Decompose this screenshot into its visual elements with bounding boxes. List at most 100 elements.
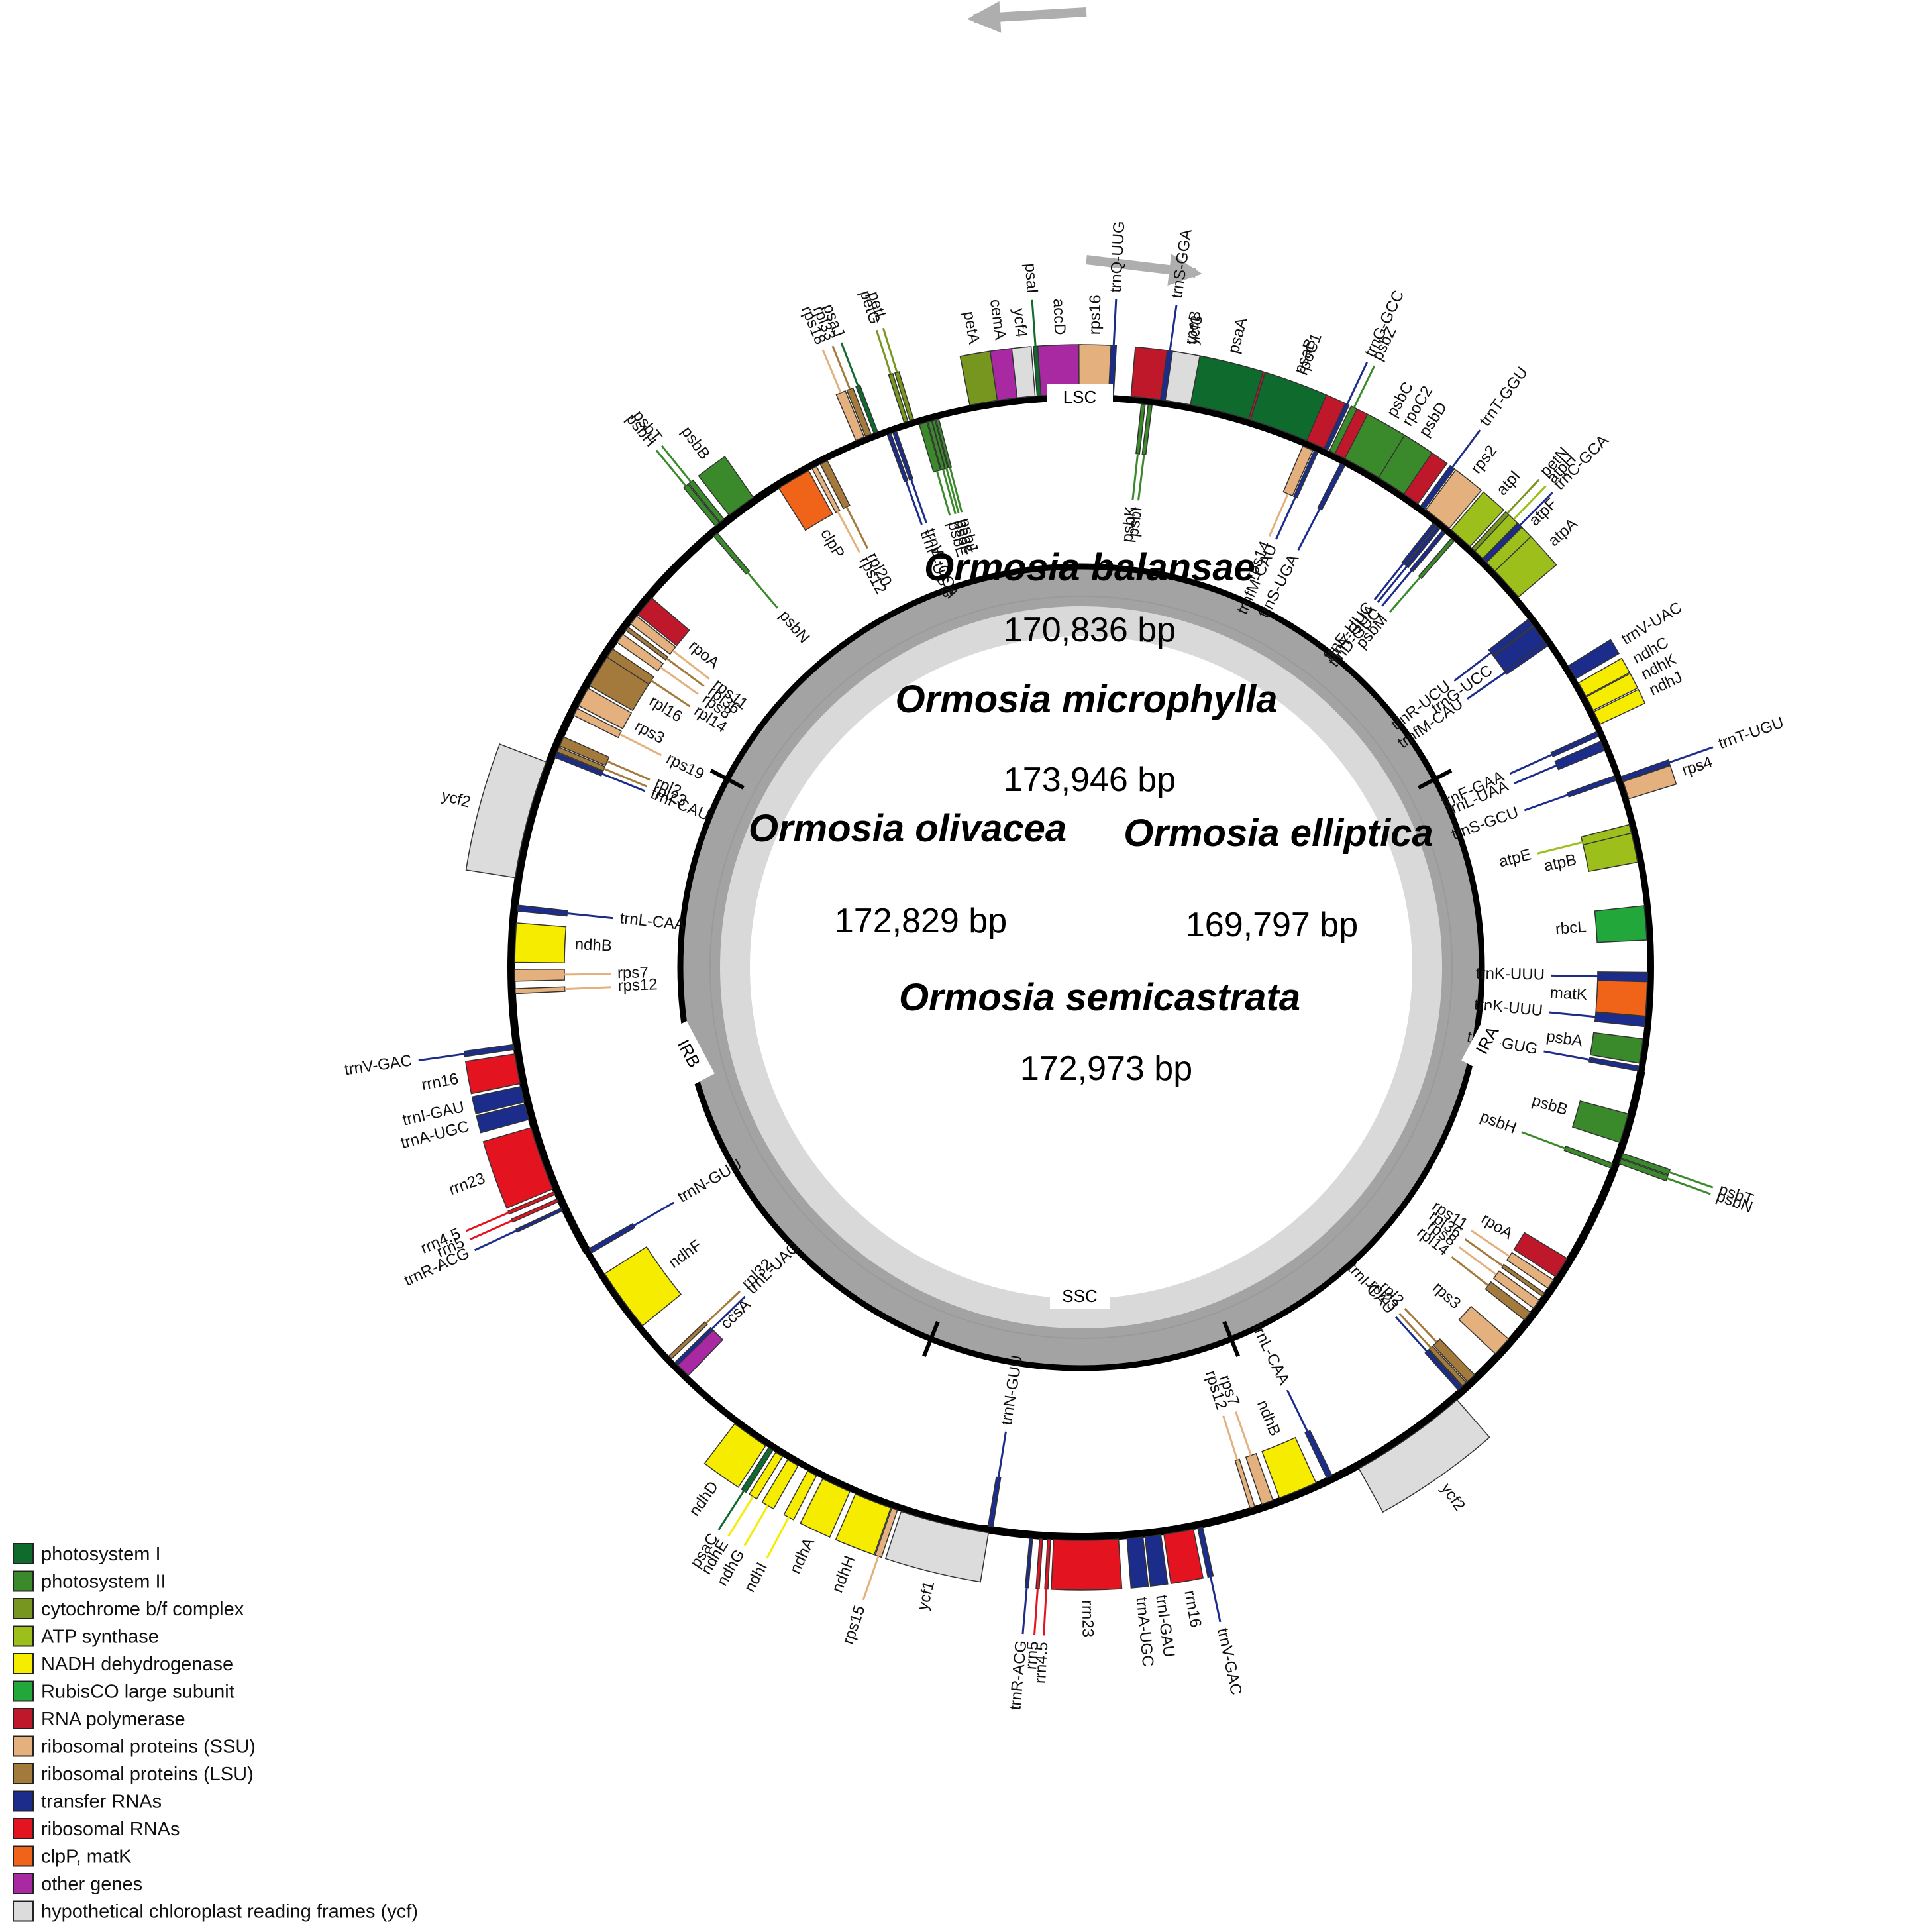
gene-block-psbl: [931, 419, 949, 470]
gene-marker-psbh: [655, 449, 687, 487]
gene-block-rrn16: [464, 1053, 521, 1095]
gene-label-rrn5: rrn5: [1022, 1640, 1042, 1670]
gene-marker-rps11: [672, 649, 710, 680]
gene-block-rpl33: [846, 387, 872, 437]
gene-label-trnt-ggu: trnT-GGU: [1476, 364, 1532, 430]
gene-block-trns-uga: [1317, 462, 1346, 511]
gene-marker-rps12: [1222, 1415, 1239, 1460]
gene-block-petn: [1471, 511, 1510, 552]
species-title-microphylla: Ormosia microphylla: [896, 678, 1278, 721]
gene-block-rpl2: [1432, 1338, 1475, 1383]
gene-label-rrn4-5: rrn4.5: [1031, 1642, 1051, 1684]
gene-block-trnd-guc: [1410, 530, 1446, 572]
gene-marker-psbz: [1353, 365, 1376, 408]
gene-label-trns-gga: trnS-GGA: [1168, 228, 1196, 299]
species-title-semicastrata: Ormosia semicastrata: [899, 976, 1300, 1019]
gene-block-ycf2: [465, 743, 547, 879]
gene-block-trnh-gug: [1588, 1057, 1640, 1072]
gene-marker-ndhg: [743, 1505, 769, 1546]
gene-label-ycf2: ycf2: [440, 786, 473, 811]
gene-block-clpp: [778, 470, 833, 531]
region-label-lsc-text: LSC: [1063, 387, 1097, 407]
gene-block-rpl23: [1428, 1345, 1467, 1387]
gene-marker-psbf: [942, 468, 957, 515]
gene-marker-psbl: [945, 468, 960, 513]
legend-label-ps2: photosystem II: [41, 1572, 166, 1593]
gene-marker-trns-gcu: [1524, 794, 1569, 812]
gene-marker-rrn5: [469, 1219, 513, 1241]
legend-swatch-cyt: [13, 1598, 34, 1619]
gene-block-rps4: [1622, 765, 1677, 800]
gene-block-rps12: [811, 466, 841, 513]
gene-block-trnl-uag: [674, 1326, 714, 1366]
gene-block-matk: [1595, 979, 1648, 1017]
gene-marker-trni-cau: [1394, 1316, 1428, 1352]
gene-block-psbn: [1618, 1158, 1669, 1182]
legend-label-ps1: photosystem I: [41, 1544, 161, 1565]
gene-block-rps2: [1425, 469, 1483, 529]
gene-block-rps7: [514, 968, 566, 982]
gene-block-ccsa: [675, 1327, 724, 1377]
gene-block-trnt-ggu: [1420, 464, 1455, 510]
gene-block-rbcl: [1594, 905, 1647, 943]
gene-marker-trny-gua: [1377, 565, 1408, 603]
gene-marker-petn: [1506, 478, 1540, 514]
legend-item-ycf: hypothetical chloroplast reading frames …: [13, 1900, 418, 1923]
gene-label-rps3: rps3: [1430, 1279, 1465, 1313]
region-label-ssc: SSC: [1050, 1283, 1110, 1309]
gene-marker-rpl14: [651, 679, 691, 708]
gene-marker-rps8: [660, 666, 699, 695]
legend-item-rrna: ribosomal RNAs: [13, 1818, 180, 1840]
gene-label-rps7: rps7: [617, 963, 649, 982]
gene-block-rpl14: [1484, 1281, 1532, 1321]
genome-length-elliptica: 169,797 bp: [1186, 906, 1358, 944]
gene-block-rps11: [629, 616, 676, 655]
gene-block-rrn23: [482, 1127, 554, 1209]
gene-block-psbi: [1141, 404, 1153, 455]
gene-label-trnt-ugu: trnT-UGU: [1716, 714, 1786, 753]
center-disk: [750, 636, 1412, 1299]
gene-block-trnl-caa: [517, 904, 568, 917]
gene-label-ndhf: ndhF: [665, 1236, 705, 1272]
gene-label-ccsa: ccsA: [717, 1296, 755, 1333]
gene-marker-atph: [1512, 485, 1547, 520]
region-boundary-tick: [1418, 769, 1453, 790]
gene-marker-rpl2: [607, 760, 651, 781]
region-boundary-tick: [709, 769, 745, 790]
gene-label-psbn: psbN: [776, 607, 813, 647]
gene-block-psbj: [935, 418, 952, 468]
gene-marker-trnw-cca: [910, 478, 927, 523]
gene-block-psbn: [713, 532, 751, 575]
gene-label-rrn16: rrn16: [420, 1070, 460, 1094]
gene-block-atpi: [1450, 491, 1505, 547]
gene-marker-psbt: [660, 445, 692, 483]
gene-block-rpoa: [637, 597, 690, 647]
gene-marker-trnn-guu: [633, 1201, 674, 1227]
gene-block-trni-cau: [554, 752, 604, 777]
gene-label-rbcl: rbcL: [1555, 918, 1587, 938]
gene-block-trnv-gac: [1197, 1527, 1214, 1578]
gene-block-trnr-acg: [1024, 1537, 1033, 1589]
gene-label-psba: psbA: [1545, 1027, 1584, 1050]
legend-swatch-rpo: [13, 1708, 34, 1729]
legend-swatch-trna: [13, 1790, 34, 1812]
gene-label-ndha: ndhA: [786, 1535, 818, 1576]
gene-marker-rps15: [862, 1556, 880, 1601]
legend-swatch-rbc: [13, 1680, 34, 1702]
gene-block-ndhj: [1593, 688, 1646, 725]
gene-label-rrn23: rrn23: [446, 1169, 488, 1199]
legend-swatch-ycf: [13, 1900, 34, 1922]
gene-marker-psbh: [1521, 1131, 1566, 1150]
gene-block-petg: [888, 373, 909, 423]
genome-length-balansae: 170,836 bp: [1004, 611, 1176, 649]
gene-marker-trnh-gug: [1543, 1050, 1590, 1061]
gene-label-ycf1: ycf1: [913, 1580, 938, 1612]
legend-swatch-ps1: [13, 1543, 34, 1564]
legend-label-rbc: RubisCO large subunit: [41, 1682, 234, 1703]
gene-block-atpb: [1582, 832, 1639, 873]
gene-block-rps15: [874, 1507, 898, 1558]
legend-label-trna: transfer RNAs: [41, 1792, 162, 1813]
gene-marker-trnt-ggu: [1451, 429, 1481, 468]
gene-block-psac: [741, 1447, 774, 1493]
gene-block-ycf1: [884, 1511, 990, 1583]
